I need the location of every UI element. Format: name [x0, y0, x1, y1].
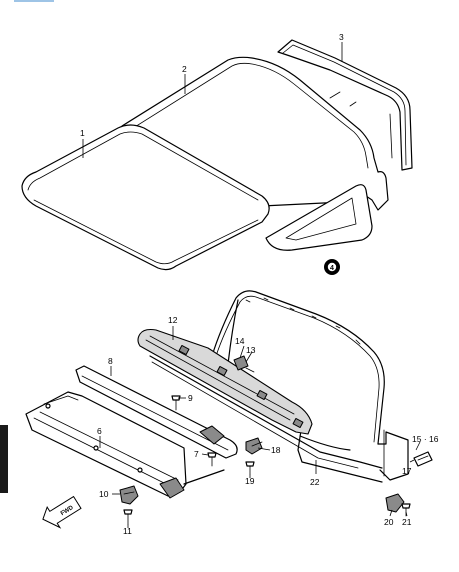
- part-20-latch: [385, 493, 405, 513]
- part-8-front-bow: [75, 365, 238, 459]
- part-13-14-bracket: [233, 355, 255, 373]
- callout-14: 14: [235, 336, 245, 346]
- part-4-side-quarter-trim: [265, 184, 373, 251]
- callout-15-16: 15 · 16: [412, 434, 439, 444]
- callout-10: 10: [99, 489, 109, 499]
- callout-6: 6: [97, 426, 102, 436]
- callout-2: 2: [182, 64, 187, 74]
- callout-1: 1: [80, 128, 85, 138]
- part-19-bolt: [245, 461, 255, 475]
- callout-21: 21: [402, 517, 412, 527]
- part-1-front-roof-panel: [21, 124, 270, 271]
- part-21-screw: [401, 503, 411, 517]
- part-18-latch: [245, 437, 263, 455]
- callout-18: 18: [271, 445, 281, 455]
- callout-17: 17: [402, 466, 412, 476]
- part-22-top-frame: [149, 290, 409, 483]
- top-accent-bar: [14, 0, 54, 2]
- side-index-tab: [0, 425, 8, 493]
- part-3-rear-window: [277, 39, 413, 171]
- part-7-screw: [207, 452, 217, 467]
- callout-22: 22: [310, 477, 320, 487]
- front-direction-arrow: FWD: [42, 495, 82, 529]
- callout-4-marker: 4: [324, 259, 340, 275]
- callout-4: 4: [330, 265, 334, 272]
- callout-12: 12: [168, 315, 178, 325]
- callout-7: 7: [194, 449, 199, 459]
- callout-20: 20: [384, 517, 394, 527]
- callout-9: 9: [188, 393, 193, 403]
- leader-lines: [82, 42, 421, 528]
- part-12-header-rail: [137, 328, 313, 435]
- callout-8: 8: [108, 356, 113, 366]
- callout-3: 3: [339, 32, 344, 42]
- part-6-front-header: [25, 391, 225, 499]
- callout-19: 19: [245, 476, 255, 486]
- part-11-bolt: [123, 509, 133, 525]
- callout-11: 11: [123, 526, 132, 536]
- part-10-latch: [119, 485, 139, 505]
- part-9-screw: [171, 395, 181, 411]
- callout-13: 13: [246, 345, 256, 355]
- part-17-clip: [413, 451, 433, 467]
